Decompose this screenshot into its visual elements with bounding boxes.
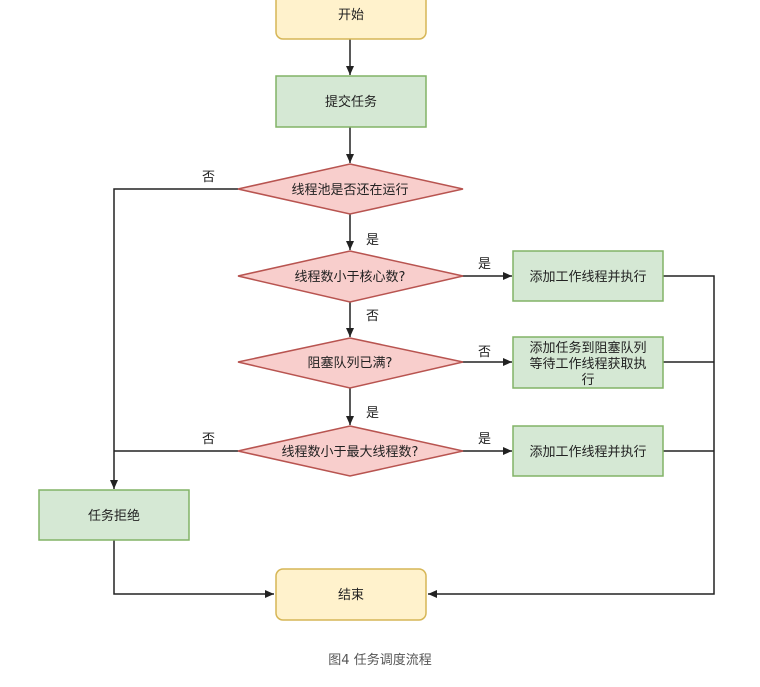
queue-full-label: 阻塞队列已满?: [308, 355, 393, 371]
reject-label: 任务拒绝: [88, 508, 140, 524]
enqueue-label-line-3: 行: [581, 373, 594, 388]
add-worker-node-1: [512, 250, 664, 302]
lt-core-decision: [237, 250, 464, 303]
start-node: [275, 0, 427, 40]
reject-node: [38, 489, 190, 541]
figure-caption: 图4 任务调度流程: [328, 653, 432, 668]
edge-running-reject: [110, 188, 238, 489]
label-max-yes: 是: [478, 432, 491, 447]
enqueue-label-line-1: 添加任务到阻塞队列: [529, 340, 646, 356]
end-label: 结束: [338, 588, 364, 603]
flowchart: 否 是 是 否 否 是 否 是 开始 提交任务 线程池是否还在运行 线程数小于核…: [38, 0, 715, 621]
pool-running-label: 线程池是否还在运行: [291, 183, 408, 198]
submit-label: 提交任务: [325, 94, 377, 110]
add-worker-label-2: 添加工作线程并执行: [529, 445, 646, 460]
end-node: [275, 568, 427, 621]
add-worker-node-2: [512, 425, 664, 477]
edges: [110, 39, 715, 598]
lt-max-label: 线程数小于最大线程数?: [282, 445, 419, 460]
label-running-yes: 是: [366, 233, 379, 248]
edge-reject-end: [113, 540, 274, 598]
pool-running-decision: [237, 163, 464, 215]
label-running-no: 否: [202, 170, 215, 185]
edge-add1-end: [428, 275, 715, 598]
start-label: 开始: [338, 8, 364, 23]
label-queue-yes: 是: [366, 406, 379, 421]
enqueue-node: [512, 336, 664, 389]
label-max-no: 否: [202, 432, 215, 447]
queue-full-decision: [237, 337, 464, 389]
label-core-yes: 是: [478, 257, 491, 272]
lt-max-decision: [237, 425, 464, 477]
submit-node: [275, 75, 427, 128]
diagram-canvas: 否 是 是 否 否 是 否 是 开始 提交任务 线程池是否还在运行 线程数小于核…: [30, 0, 735, 636]
add-worker-label-1: 添加工作线程并执行: [529, 270, 646, 285]
label-core-no: 否: [366, 309, 379, 324]
enqueue-label-line-2: 等待工作线程获取执: [529, 356, 646, 372]
lt-core-label: 线程数小于核心数?: [295, 270, 406, 285]
label-queue-no: 否: [478, 345, 491, 360]
